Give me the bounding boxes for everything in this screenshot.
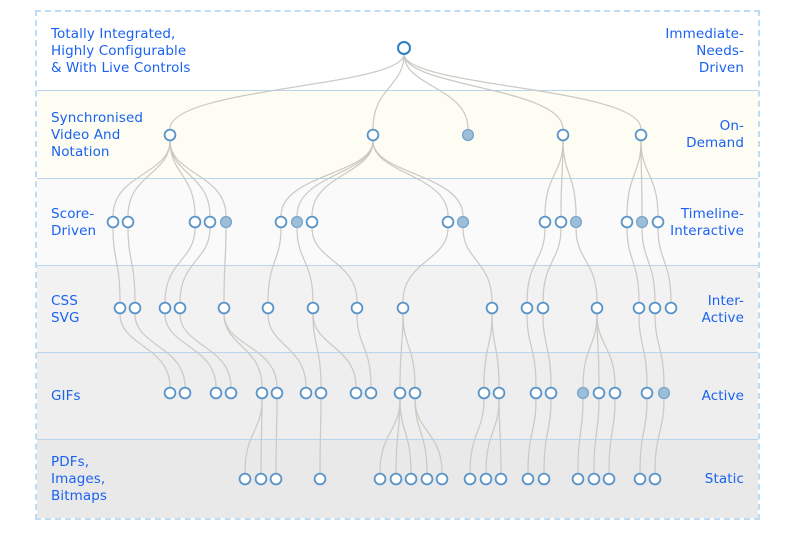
band-row: GIFs Active (37, 352, 758, 439)
band-row: CSS SVG Inter- Active (37, 265, 758, 352)
band-right-label: On- Demand (686, 118, 744, 151)
band-left-label: GIFs (51, 388, 81, 404)
band-right-label: Static (704, 471, 744, 487)
band-right-label: Immediate- Needs- Driven (665, 25, 744, 76)
band-right-label: Inter- Active (701, 292, 744, 326)
band-left-label: Synchronised Video And Notation (51, 109, 144, 160)
band-right-label: Active (701, 388, 744, 404)
band-row: PDFs, Images, Bitmaps Static (37, 439, 758, 518)
diagram-frame: Totally Integrated, Highly Configurable … (35, 10, 760, 520)
band-left-label: Score- Driven (51, 205, 97, 239)
band-row: Score- Driven Timeline- Interactive (37, 178, 758, 265)
band-left-label: CSS SVG (51, 292, 80, 326)
band-row: Totally Integrated, Highly Configurable … (37, 12, 758, 90)
band-left-label: Totally Integrated, Highly Configurable … (51, 25, 191, 76)
band-right-label: Timeline- Interactive (670, 205, 744, 239)
band-row: Synchronised Video And Notation On- Dema… (37, 90, 758, 178)
band-left-label: PDFs, Images, Bitmaps (51, 454, 108, 504)
